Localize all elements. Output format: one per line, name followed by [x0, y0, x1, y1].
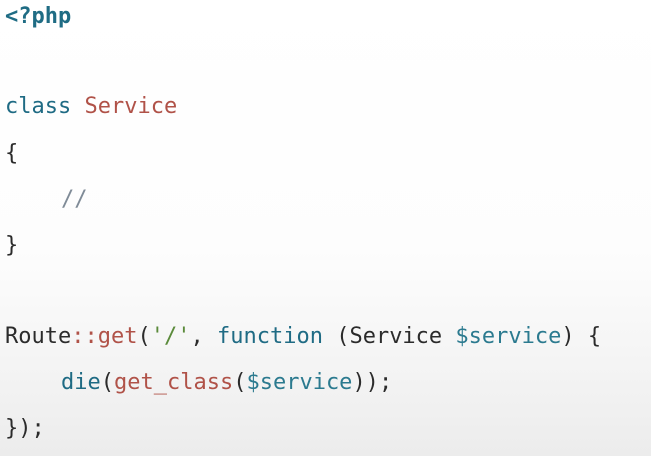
- closure-close: });: [5, 416, 45, 441]
- semicolon: ;: [378, 370, 393, 395]
- space: [323, 324, 336, 349]
- close-brace: }: [5, 233, 19, 258]
- paren-open: (: [137, 324, 151, 349]
- get-class-function: get_class: [114, 370, 234, 395]
- die-function: die: [61, 370, 101, 395]
- body-open-brace: {: [587, 324, 602, 349]
- paren-open: (: [100, 370, 114, 395]
- type-hint: Service: [349, 324, 443, 349]
- space: [71, 94, 84, 119]
- param-variable: $service: [455, 324, 562, 349]
- code-line-7: die(get_class($service));: [61, 366, 392, 400]
- code-line-6: Route::get('/', function (Service $servi…: [5, 320, 601, 354]
- get-method: get: [97, 324, 138, 349]
- code-line-8: });: [5, 412, 45, 446]
- comma: ,: [190, 324, 217, 349]
- args-paren-open: (: [336, 324, 350, 349]
- code-line-5: }: [5, 229, 18, 263]
- code-line-1: <?php: [5, 0, 71, 34]
- paren-open: (: [233, 370, 247, 395]
- space: [575, 324, 588, 349]
- comment: //: [61, 187, 88, 212]
- open-brace: {: [5, 141, 19, 166]
- code-line-4: //: [61, 183, 88, 217]
- space: [442, 324, 455, 349]
- function-keyword: function: [216, 324, 323, 349]
- route-class: Route: [5, 324, 72, 349]
- service-variable: $service: [246, 370, 353, 395]
- args-paren-close: ): [561, 324, 575, 349]
- path-string: '/': [150, 324, 191, 349]
- class-name: Service: [84, 94, 178, 119]
- code-line-3: {: [5, 137, 18, 171]
- paren-close: )): [352, 370, 379, 395]
- php-open-tag: <?php: [5, 4, 72, 29]
- code-line-2: class Service: [5, 90, 177, 124]
- class-keyword: class: [5, 94, 72, 119]
- scope-operator: ::: [71, 324, 98, 349]
